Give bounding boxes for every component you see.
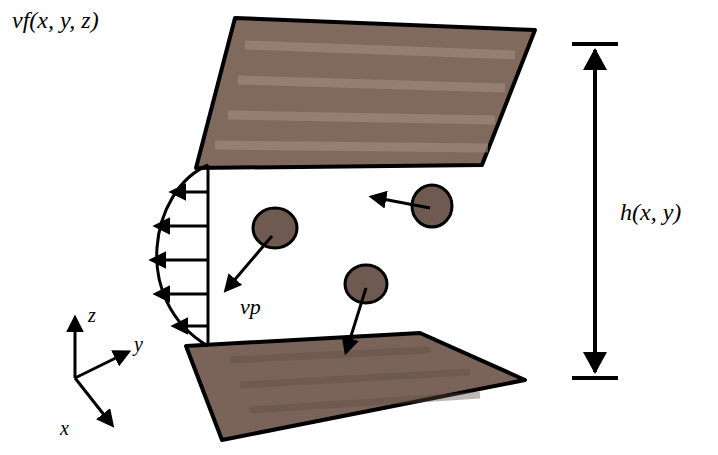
particles: [226, 185, 452, 352]
height-label: h(x, y): [620, 200, 681, 224]
top-plate: [196, 18, 535, 168]
velocity-profile: [152, 165, 208, 346]
velocity-label: vf(x, y, z): [12, 8, 99, 32]
axis-label: y: [134, 334, 143, 354]
axis-label: z: [88, 305, 96, 325]
bottom-plate: [186, 333, 525, 440]
particle-velocity-label: vp: [240, 296, 261, 318]
height-bracket: [572, 44, 618, 378]
axes: [75, 318, 128, 425]
axis-label: x: [60, 418, 69, 438]
